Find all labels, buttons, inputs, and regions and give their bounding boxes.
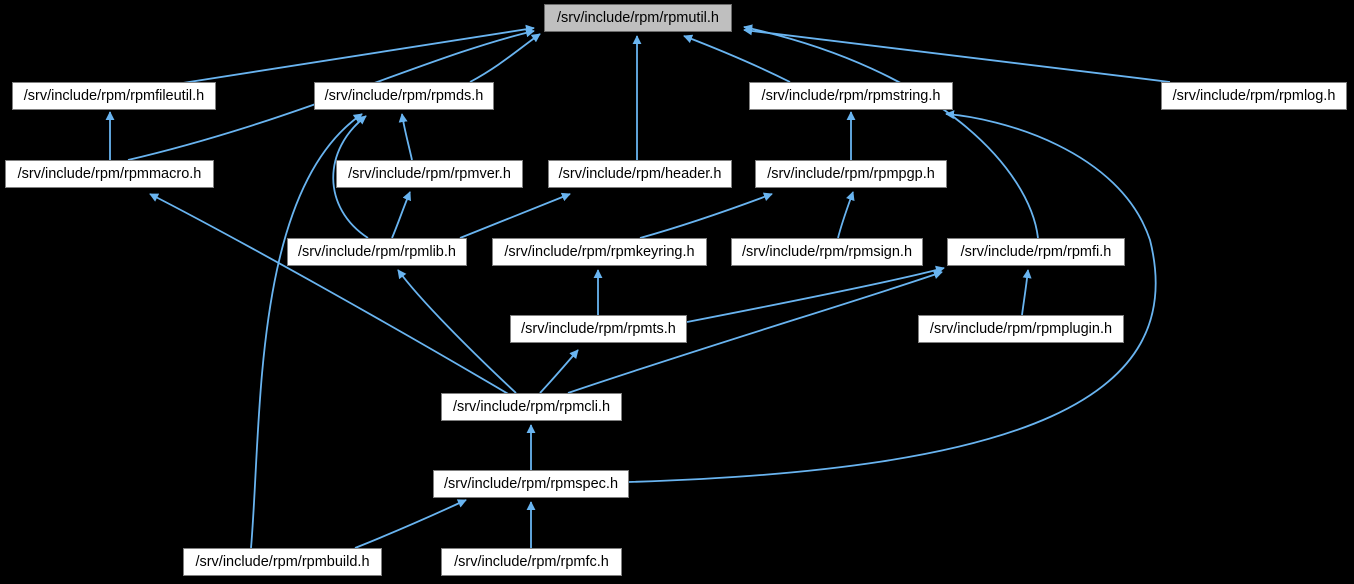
graph-node-rpmbuild[interactable]: /srv/include/rpm/rpmbuild.h [183,548,382,576]
graph-edge-rpmstring-to-rpmutil [683,34,791,83]
graph-edge-rpmts-to-rpmfi [686,265,945,323]
graph-node-label: /srv/include/rpm/rpmpgp.h [767,165,935,182]
graph-node-label: /srv/include/rpm/rpmbuild.h [195,553,370,570]
graph-edge-rpmbuild-to-rpmds [250,113,363,549]
graph-node-rpmkeyring[interactable]: /srv/include/rpm/rpmkeyring.h [492,238,707,266]
graph-node-label: /srv/include/rpm/rpmsign.h [741,243,913,260]
graph-edge-rpmlog-to-rpmutil [743,26,1171,83]
graph-edge-rpmsign-to-rpmpgp [837,191,855,239]
graph-node-label: /srv/include/rpm/rpmds.h [324,87,484,104]
graph-node-header[interactable]: /srv/include/rpm/header.h [548,160,732,188]
graph-node-label: /srv/include/rpm/rpmver.h [348,165,511,182]
graph-node-rpmutil[interactable]: /srv/include/rpm/rpmutil.h [544,4,732,32]
graph-edge-rpmver-to-rpmds [398,113,413,161]
graph-edge-rpmplugin-to-rpmfi [1021,269,1032,316]
graph-node-rpmcli[interactable]: /srv/include/rpm/rpmcli.h [441,393,622,421]
graph-node-label: /srv/include/rpm/rpmutil.h [557,9,719,26]
graph-edge-rpmcli-to-rpmlib [397,269,517,394]
graph-node-rpmmacro[interactable]: /srv/include/rpm/rpmmacro.h [5,160,214,188]
graph-edge-rpmlib-to-rpmver [391,191,411,239]
graph-node-label: /srv/include/rpm/rpmlog.h [1172,87,1336,104]
graph-node-rpmlib[interactable]: /srv/include/rpm/rpmlib.h [287,238,467,266]
graph-node-label: /srv/include/rpm/rpmts.h [521,320,676,337]
graph-edge-rpmcli-to-rpmts [539,349,579,394]
graph-node-rpmfileutil[interactable]: /srv/include/rpm/rpmfileutil.h [12,82,216,110]
graph-node-label: /srv/include/rpm/rpmstring.h [761,87,941,104]
graph-edge-rpmkeyring-to-rpmpgp [639,192,773,239]
graph-node-rpmpgp[interactable]: /srv/include/rpm/rpmpgp.h [755,160,947,188]
graph-edge-rpmfi-to-rpmutil [743,24,1039,239]
graph-node-label: /srv/include/rpm/rpmspec.h [443,475,619,492]
graph-edge-rpmfileutil-to-rpmutil [169,24,535,86]
graph-node-rpmsign[interactable]: /srv/include/rpm/rpmsign.h [731,238,923,266]
graph-edge-rpmds-to-rpmutil [469,33,541,83]
graph-node-label: /srv/include/rpm/rpmfc.h [454,553,609,570]
graph-edge-rpmbuild-to-rpmspec [354,499,467,549]
graph-edge-rpmlib-to-rpmds [332,115,369,239]
graph-node-rpmlog[interactable]: /srv/include/rpm/rpmlog.h [1161,82,1347,110]
graph-node-rpmts[interactable]: /srv/include/rpm/rpmts.h [510,315,687,343]
graph-node-rpmver[interactable]: /srv/include/rpm/rpmver.h [336,160,523,188]
graph-node-rpmfc[interactable]: /srv/include/rpm/rpmfc.h [441,548,622,576]
graph-edge-rpmcli-to-rpmfi [567,270,943,394]
graph-node-label: /srv/include/rpm/rpmplugin.h [929,320,1113,337]
graph-node-label: /srv/include/rpm/rpmfileutil.h [23,87,205,104]
graph-node-label: /srv/include/rpm/rpmlib.h [298,243,456,260]
graph-node-label: /srv/include/rpm/rpmcli.h [452,398,611,415]
graph-node-label: /srv/include/rpm/rpmfi.h [960,243,1112,260]
graph-edge-rpmcli-to-rpmmacro [149,193,511,396]
graph-node-label: /srv/include/rpm/header.h [558,165,722,182]
graph-node-rpmstring[interactable]: /srv/include/rpm/rpmstring.h [749,82,953,110]
graph-edge-rpmspec-to-rpmstring [628,110,1157,483]
graph-node-rpmds[interactable]: /srv/include/rpm/rpmds.h [314,82,494,110]
graph-node-rpmspec[interactable]: /srv/include/rpm/rpmspec.h [433,470,629,498]
graph-edge-rpmlib-to-header [459,192,571,239]
graph-node-rpmfi[interactable]: /srv/include/rpm/rpmfi.h [947,238,1125,266]
graph-node-rpmplugin[interactable]: /srv/include/rpm/rpmplugin.h [918,315,1124,343]
graph-node-label: /srv/include/rpm/rpmmacro.h [17,165,202,182]
graph-node-label: /srv/include/rpm/rpmkeyring.h [504,243,695,260]
